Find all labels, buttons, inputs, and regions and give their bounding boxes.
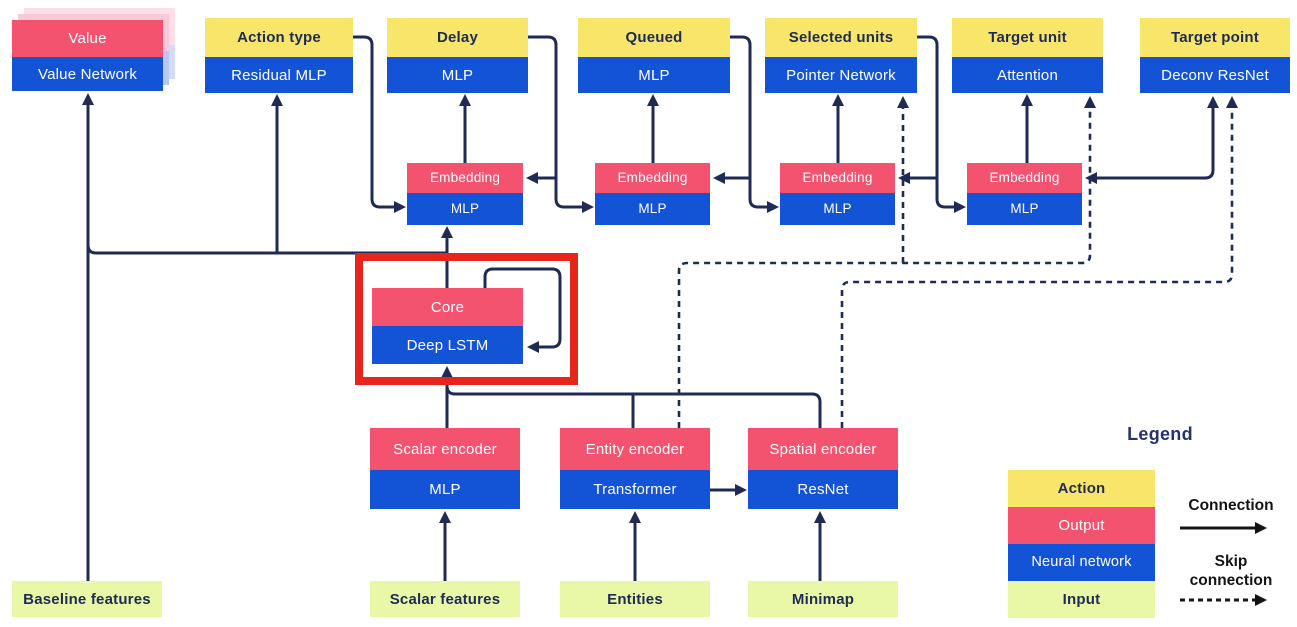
wire-actiontype-to-mlp1 xyxy=(353,35,406,213)
legend-neural-network-label: Neural network xyxy=(1008,544,1155,581)
module-queued: Queued MLP xyxy=(578,18,730,93)
embedding4-label: Embedding xyxy=(967,163,1082,193)
embedding4-mlp-label: MLP xyxy=(967,193,1082,225)
core-label: Core xyxy=(372,288,523,326)
wire-spatial-to-lstm xyxy=(445,385,822,428)
delay-label: Delay xyxy=(387,18,528,57)
legend-input-label: Input xyxy=(1008,581,1155,618)
value-output-label: Value xyxy=(12,20,163,57)
attention-label: Attention xyxy=(952,57,1103,93)
scalar-features-label: Scalar features xyxy=(370,581,520,617)
embedding3-label: Embedding xyxy=(780,163,895,193)
wire-queued-to-mlp3 xyxy=(730,35,779,213)
embedding2-label: Embedding xyxy=(595,163,710,193)
spatial-encoder-label: Spatial encoder xyxy=(748,428,898,470)
module-target-unit: Target unit Attention xyxy=(952,18,1103,93)
skip-entity-to-attention xyxy=(677,96,1096,428)
legend-action-label: Action xyxy=(1008,470,1155,507)
embedding3-mlp-label: MLP xyxy=(780,193,895,225)
queued-mlp-label: MLP xyxy=(578,57,730,93)
module-embedding-4: Embedding MLP xyxy=(967,163,1082,225)
queued-label: Queued xyxy=(578,18,730,57)
target-unit-label: Target unit xyxy=(952,18,1103,57)
module-value: Value Value Network xyxy=(12,20,163,91)
residual-mlp-label: Residual MLP xyxy=(205,57,353,93)
scalar-encoder-label: Scalar encoder xyxy=(370,428,520,470)
module-delay: Delay MLP xyxy=(387,18,528,93)
resnet-label: ResNet xyxy=(748,470,898,509)
module-action-type: Action type Residual MLP xyxy=(205,18,353,93)
module-scalar-encoder: Scalar encoder MLP xyxy=(370,428,520,509)
module-target-point: Target point Deconv ResNet xyxy=(1140,18,1290,93)
action-type-label: Action type xyxy=(205,18,353,57)
module-selected-units: Selected units Pointer Network xyxy=(765,18,917,93)
module-entity-encoder: Entity encoder Transformer xyxy=(560,428,710,509)
wire-selectedunits-to-mlp4 xyxy=(917,35,966,213)
wire-delay-to-mlp2 xyxy=(528,35,594,213)
entities-label: Entities xyxy=(560,581,710,617)
embedding1-label: Embedding xyxy=(407,163,523,193)
legend-connection-label: Connection xyxy=(1188,497,1274,514)
transformer-label: Transformer xyxy=(560,470,710,509)
pointer-network-label: Pointer Network xyxy=(765,57,917,93)
legend-color-stack: Action Output Neural network Input xyxy=(1008,470,1155,618)
legend-title: Legend xyxy=(1127,424,1193,444)
input-baseline-features: Baseline features xyxy=(12,581,162,617)
deconv-resnet-label: Deconv ResNet xyxy=(1140,57,1290,93)
legend-output-label: Output xyxy=(1008,507,1155,544)
module-core: Core Deep LSTM xyxy=(372,288,523,364)
wire-core-distribution xyxy=(86,244,447,255)
deep-lstm-label: Deep LSTM xyxy=(372,326,523,364)
module-embedding-3: Embedding MLP xyxy=(780,163,895,225)
target-point-label: Target point xyxy=(1140,18,1290,57)
baseline-features-label: Baseline features xyxy=(12,581,162,617)
embedding1-mlp-label: MLP xyxy=(407,193,523,225)
wire-lstm-self-loop xyxy=(483,267,562,353)
legend-skip-connection-label: Skip connection xyxy=(1189,553,1273,590)
core-highlight-box xyxy=(355,253,578,385)
input-scalar-features: Scalar features xyxy=(370,581,520,617)
wire-embedding4-deconv xyxy=(1085,96,1219,184)
skip-spatial-to-deconv xyxy=(840,96,1238,428)
value-network-label: Value Network xyxy=(12,57,163,91)
minimap-label: Minimap xyxy=(748,581,898,617)
scalar-mlp-label: MLP xyxy=(370,470,520,509)
input-minimap: Minimap xyxy=(748,581,898,617)
delay-mlp-label: MLP xyxy=(387,57,528,93)
selected-units-label: Selected units xyxy=(765,18,917,57)
entity-encoder-label: Entity encoder xyxy=(560,428,710,470)
module-spatial-encoder: Spatial encoder ResNet xyxy=(748,428,898,509)
module-embedding-1: Embedding MLP xyxy=(407,163,523,225)
module-embedding-2: Embedding MLP xyxy=(595,163,710,225)
embedding2-mlp-label: MLP xyxy=(595,193,710,225)
input-entities: Entities xyxy=(560,581,710,617)
